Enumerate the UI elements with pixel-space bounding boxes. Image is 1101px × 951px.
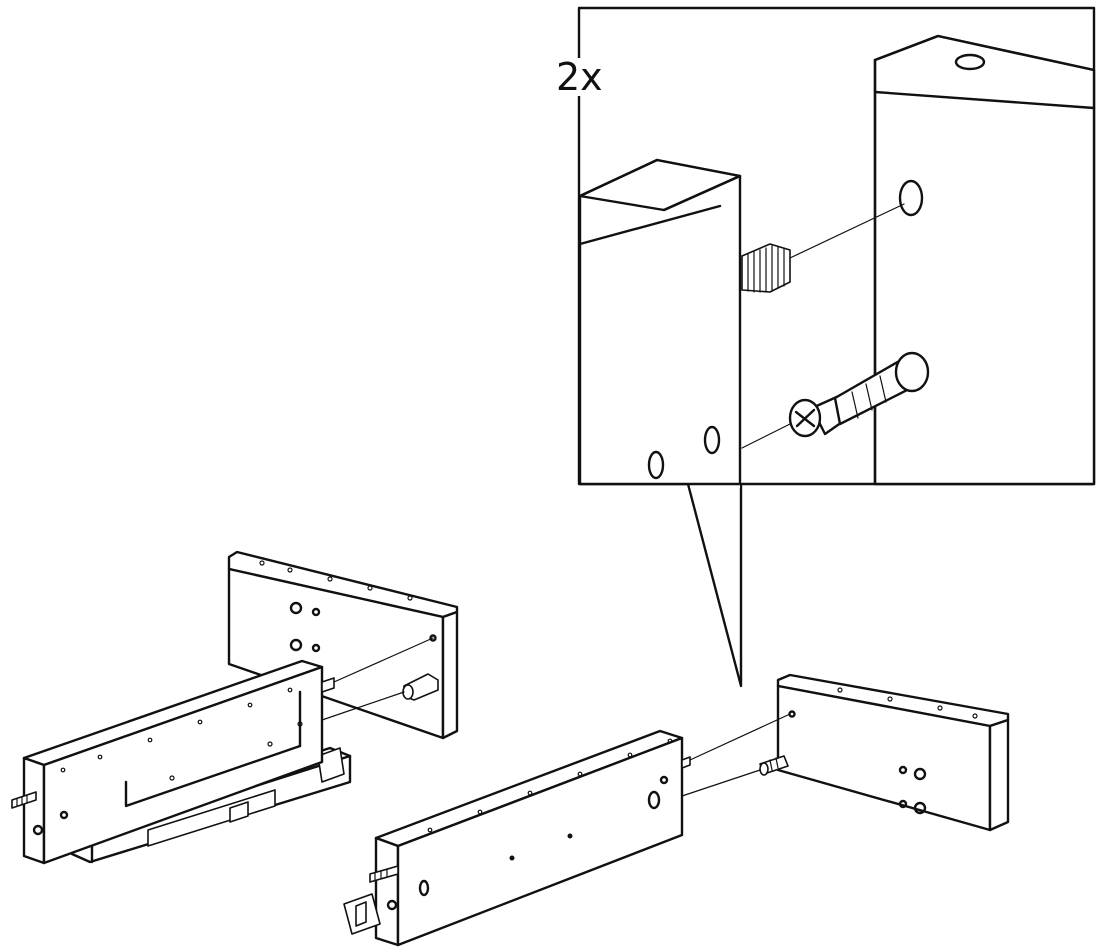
detail-left-panel — [578, 158, 742, 486]
detail-callout — [577, 6, 1096, 688]
right-fasteners — [681, 713, 791, 797]
left-back-panel — [227, 550, 459, 740]
detail-hole-a — [647, 450, 665, 480]
detail-hole-b — [703, 425, 721, 455]
right-assembly — [343, 673, 1010, 947]
callout-pointer — [686, 482, 743, 688]
quantity-label: 2x — [554, 58, 607, 96]
right-back-panel — [776, 673, 1010, 832]
left-fasteners — [321, 637, 439, 721]
left-assembly — [11, 550, 459, 865]
detail-right-panel — [873, 34, 1096, 486]
detail-side-hole — [898, 179, 924, 217]
right-side-panel — [343, 729, 691, 947]
left-side-panel — [11, 659, 324, 865]
detail-connector-bolt — [741, 351, 930, 449]
detail-top-hole — [954, 53, 986, 71]
detail-dowel — [741, 203, 905, 293]
